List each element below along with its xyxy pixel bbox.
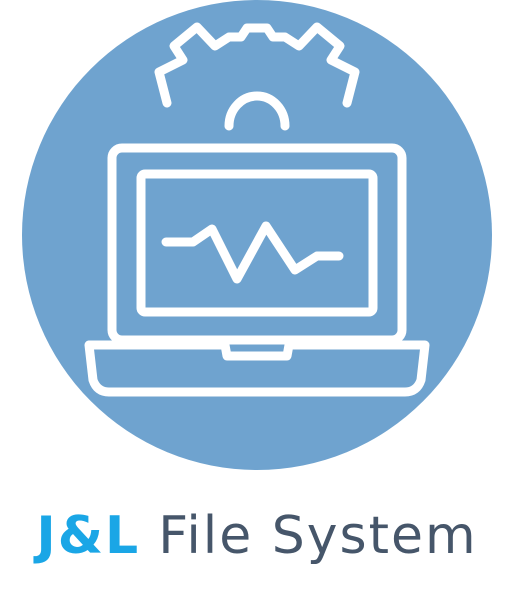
- brand-name: J&L: [36, 506, 141, 566]
- laptop-base: [84, 340, 430, 397]
- laptop-screen-display: [136, 169, 378, 317]
- gear-icon: [154, 22, 360, 108]
- laptop-screen-frame: [107, 143, 407, 345]
- logo-wordmark: J&L File System: [0, 496, 514, 576]
- product-name: File System: [158, 506, 478, 566]
- gear-hub-icon: [224, 91, 290, 131]
- laptop-gear-pulse-icon: [22, 0, 492, 470]
- pulse-line-icon: [161, 221, 344, 284]
